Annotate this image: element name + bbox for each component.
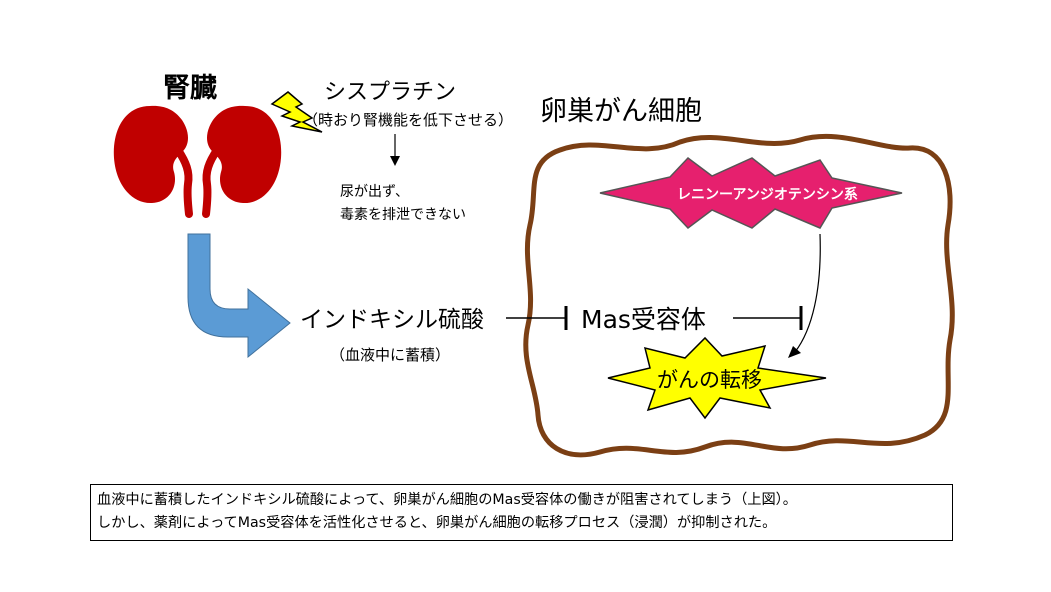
ureter-right [202,146,221,218]
kidney-left [113,105,188,204]
kidney-right [207,105,282,204]
urine-line-2: 毒素を排泄できない [340,207,466,223]
inhibition-indoxyl-to-mas [506,306,568,330]
caption-line-1: 血液中に蓄積したインドキシル硫酸によって、卵巣がん細胞のMas受容体の働きが阻害… [97,492,797,508]
lightning-icon [270,91,323,133]
cisplatin-label: シスプラチン [324,80,456,105]
indoxyl-note: （血液中に蓄積） [330,346,450,364]
ras-label: レニンーアンジオテンシン系 [677,186,858,203]
blue-bent-arrow-icon [187,233,291,359]
inhibition-mas-to-metastasis [733,306,803,330]
cell-outline [523,133,955,458]
metastasis-label: がんの転移 [657,368,762,392]
metastasis-star [607,336,827,420]
mas-label: Mas受容体 [581,305,706,334]
urine-line-1: 尿が出ず、 [340,184,409,200]
caption-line-2: しかし、薬剤によってMas受容体を活性化させると、卵巣がん細胞の転移プロセス（浸… [97,515,777,531]
cell-label: 卵巣がん細胞 [540,96,702,127]
down-arrow-icon [390,134,400,166]
cisplatin-note: （時おり腎機能を低下させる） [303,111,513,129]
indoxyl-label: インドキシル硫酸 [300,307,484,333]
caption-box: 血液中に蓄積したインドキシル硫酸によって、卵巣がん細胞のMas受容体の働きが阻害… [90,484,953,541]
kidney-icon [113,105,282,218]
ureter-left [174,146,193,218]
ras-to-metastasis-arrow [788,233,821,358]
ras-star [599,156,903,230]
kidney-label: 腎臓 [163,73,217,104]
